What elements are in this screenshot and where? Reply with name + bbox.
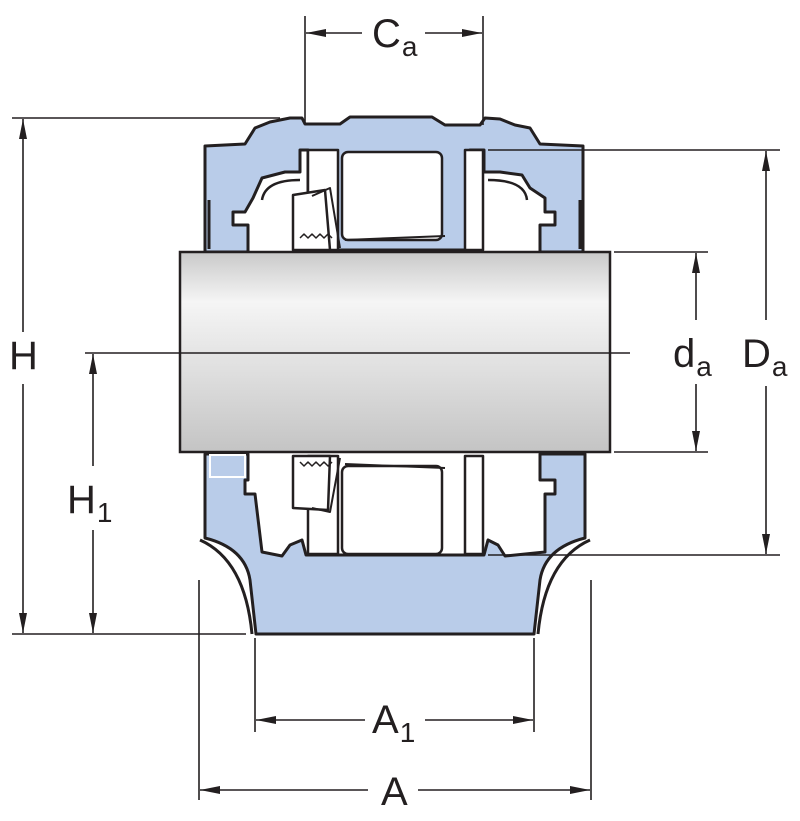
dimension-label-Ca: Ca [372, 12, 418, 62]
dimension-lines [12, 16, 780, 800]
dimension-label-H1: H1 [67, 478, 113, 528]
dimension-label-da: da [673, 332, 712, 382]
dimension-label-H: H [9, 334, 38, 378]
shaft [85, 250, 630, 454]
lower-bearing [291, 454, 485, 556]
dimension-label-A1: A1 [372, 698, 416, 748]
dimension-label-A: A [381, 770, 408, 814]
dimension-label-Da: Da [742, 332, 788, 382]
housing-base [199, 452, 591, 636]
upper-bearing [260, 148, 529, 252]
